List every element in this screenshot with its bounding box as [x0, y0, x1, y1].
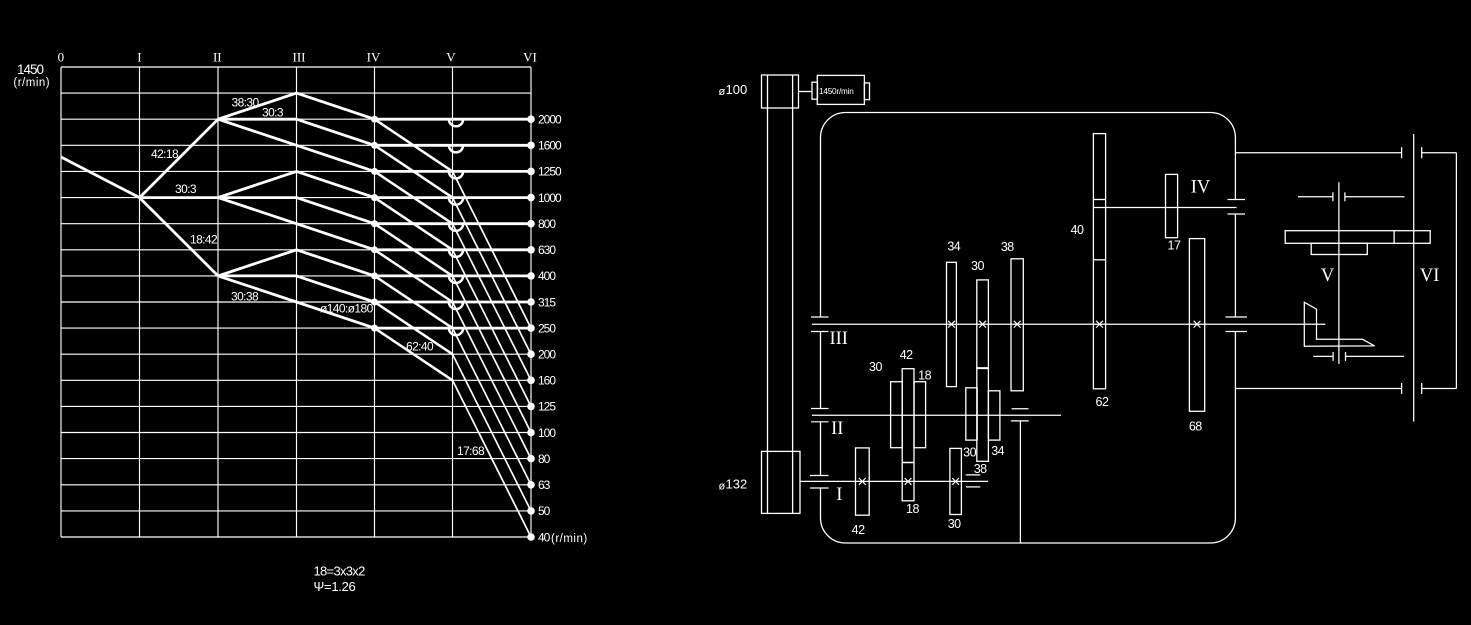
- svg-text:38: 38: [1001, 240, 1014, 254]
- svg-text:(r/min): (r/min): [13, 77, 50, 89]
- svg-text:42: 42: [852, 523, 865, 537]
- svg-text:II: II: [831, 419, 843, 439]
- svg-text:18=3x3x2: 18=3x3x2: [314, 564, 366, 579]
- svg-text:IV: IV: [1191, 177, 1211, 197]
- svg-text:18: 18: [918, 369, 931, 383]
- svg-text:42: 42: [900, 348, 913, 362]
- svg-text:40: 40: [1071, 223, 1084, 237]
- svg-text:160: 160: [538, 374, 556, 388]
- svg-text:80: 80: [538, 452, 551, 466]
- svg-text:100: 100: [726, 82, 748, 97]
- svg-text:Ψ=1.26: Ψ=1.26: [314, 579, 356, 594]
- svg-text:1600: 1600: [538, 139, 562, 153]
- svg-text:II: II: [213, 50, 222, 65]
- svg-text:63: 63: [538, 478, 551, 492]
- svg-text:18:42: 18:42: [190, 233, 218, 247]
- svg-text:V: V: [446, 50, 456, 65]
- svg-text:30: 30: [971, 259, 984, 273]
- svg-text:132: 132: [726, 477, 748, 492]
- svg-text:I: I: [137, 50, 141, 65]
- svg-text:250: 250: [538, 321, 556, 335]
- svg-text:38:30: 38:30: [232, 96, 260, 110]
- svg-text:0: 0: [58, 50, 65, 65]
- svg-text:38: 38: [974, 462, 987, 476]
- svg-text:30:38: 30:38: [231, 290, 259, 304]
- svg-text:62: 62: [1096, 395, 1109, 409]
- svg-text:315: 315: [538, 295, 556, 309]
- svg-text:1450: 1450: [17, 62, 44, 77]
- svg-text:ø: ø: [719, 86, 726, 98]
- svg-text:I: I: [836, 485, 842, 505]
- svg-text:18: 18: [906, 502, 919, 516]
- svg-text:30:3: 30:3: [262, 106, 284, 120]
- svg-text:100: 100: [538, 426, 556, 440]
- svg-text:1000: 1000: [538, 191, 562, 205]
- svg-text:400: 400: [538, 269, 556, 283]
- svg-text:ø: ø: [719, 481, 726, 493]
- svg-text:30:3: 30:3: [175, 182, 197, 196]
- svg-text:VI: VI: [523, 50, 537, 65]
- svg-text:17: 17: [1168, 239, 1181, 253]
- svg-text:68: 68: [1189, 420, 1202, 434]
- svg-text:34: 34: [991, 444, 1004, 458]
- svg-text:2000: 2000: [538, 113, 562, 127]
- svg-text:40: 40: [538, 530, 551, 544]
- svg-text:1250: 1250: [538, 165, 562, 179]
- svg-text:30: 30: [869, 360, 882, 374]
- svg-text:17:68: 17:68: [457, 444, 485, 458]
- svg-text:(r/min): (r/min): [551, 533, 588, 545]
- svg-text:630: 630: [538, 243, 556, 257]
- svg-text:III: III: [829, 329, 847, 349]
- svg-text:V: V: [1321, 266, 1335, 286]
- svg-text:ø140:ø180: ø140:ø180: [320, 302, 374, 316]
- svg-text:62:40: 62:40: [406, 340, 434, 354]
- svg-text:1450r/min: 1450r/min: [819, 87, 854, 96]
- svg-text:30: 30: [963, 446, 976, 460]
- svg-text:50: 50: [538, 504, 551, 518]
- svg-text:125: 125: [538, 400, 556, 414]
- svg-text:30: 30: [948, 517, 961, 531]
- svg-text:VI: VI: [1420, 266, 1440, 286]
- svg-text:III: III: [293, 50, 306, 65]
- svg-text:34: 34: [947, 240, 960, 254]
- svg-text:IV: IV: [367, 50, 381, 65]
- svg-text:42:18: 42:18: [151, 147, 179, 161]
- svg-text:800: 800: [538, 217, 556, 231]
- svg-text:200: 200: [538, 348, 556, 362]
